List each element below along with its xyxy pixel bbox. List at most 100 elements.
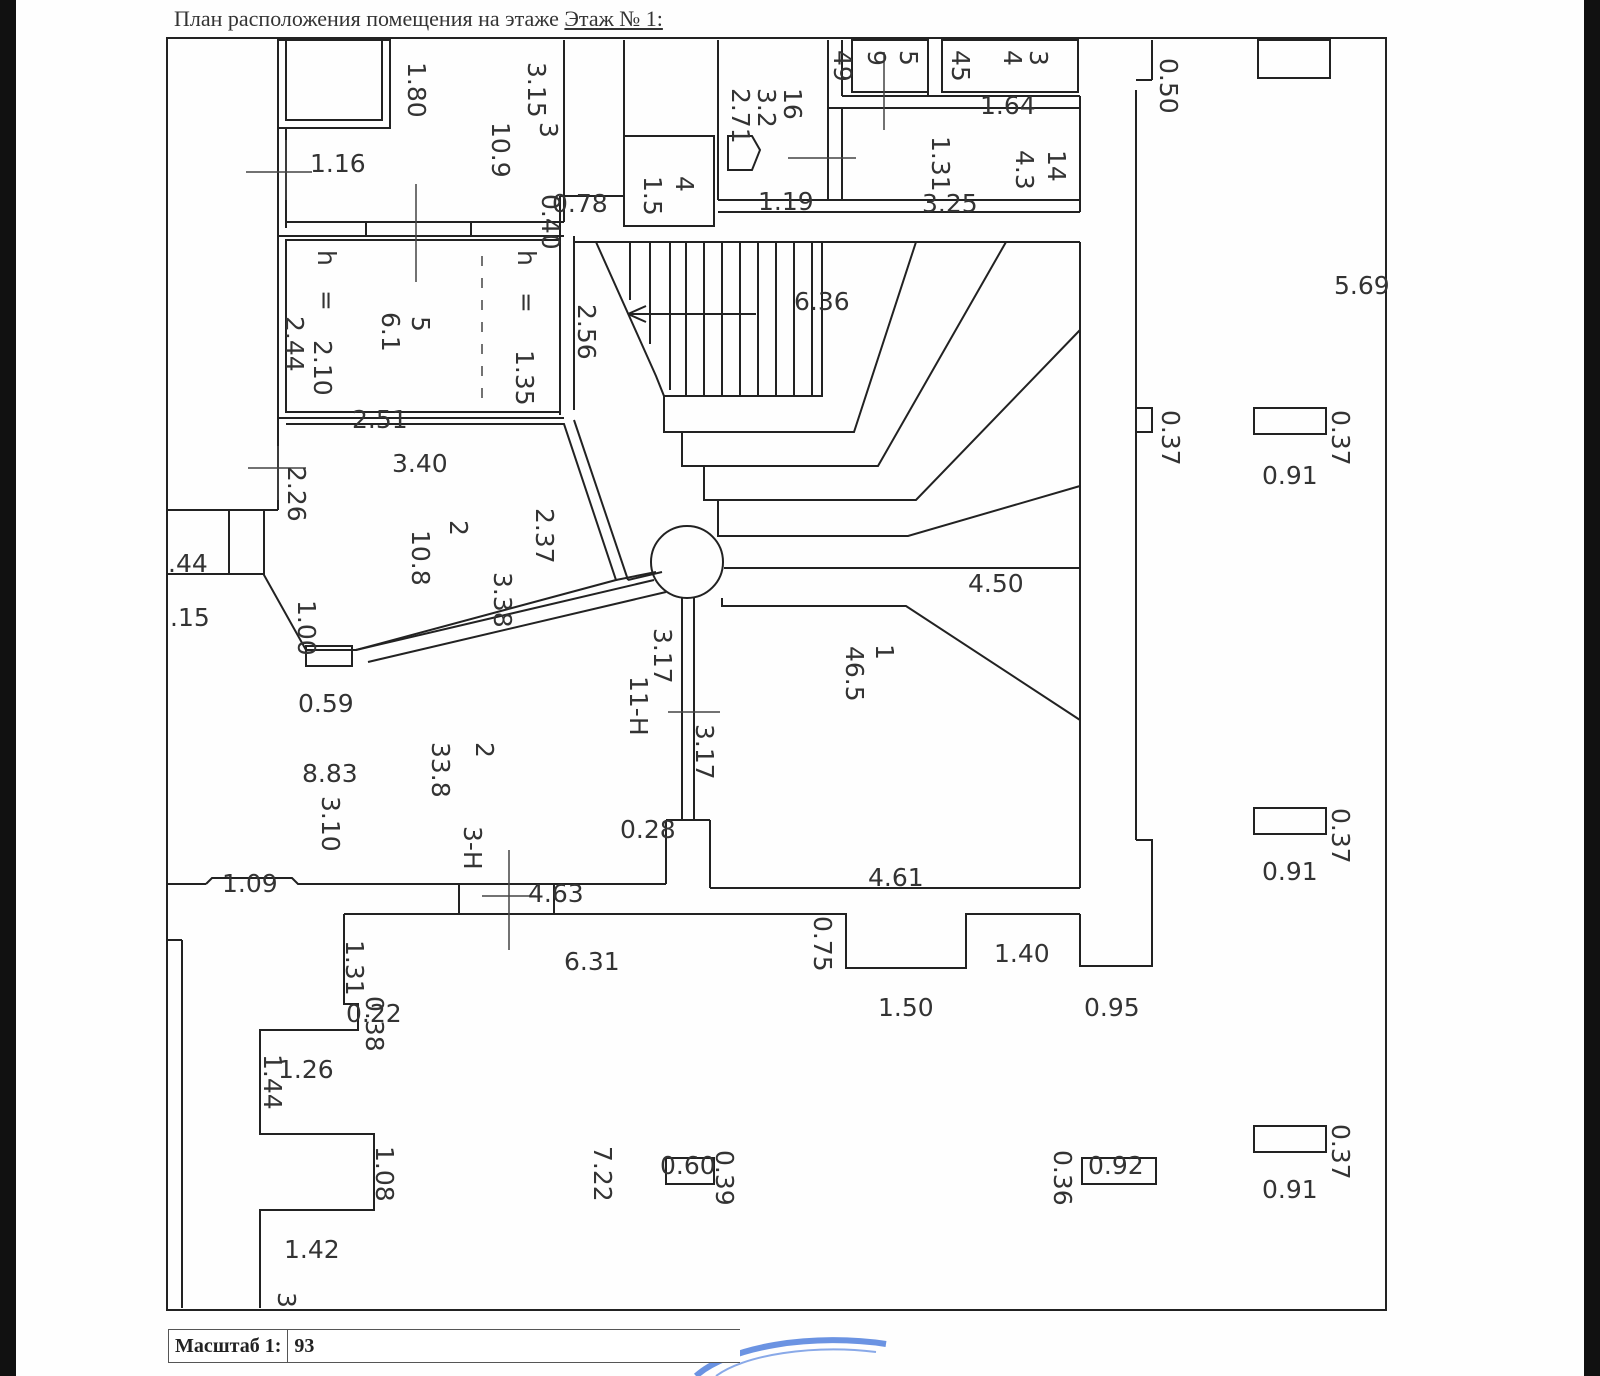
floor-link[interactable]: Этаж № 1: xyxy=(564,6,663,31)
dimension-label: 3 xyxy=(1024,50,1053,66)
dimension-label: 16 xyxy=(778,88,807,120)
dimension-label: h xyxy=(512,250,541,266)
dimension-label: 1.64 xyxy=(980,91,1036,120)
dimension-label: 33.8 xyxy=(426,742,455,798)
dimension-label: 0.75 xyxy=(808,916,837,972)
dimension-label: 0.37 xyxy=(1326,410,1355,466)
dimension-label: 4.61 xyxy=(868,863,924,892)
dimension-label: 7.22 xyxy=(588,1146,617,1202)
dimension-label: 3.15 xyxy=(522,62,551,118)
dimension-label: 1.09 xyxy=(222,869,278,898)
dimension-label: 1.00 xyxy=(292,600,321,656)
dimension-label: 10.8 xyxy=(406,530,435,586)
dimension-label: 0.36 xyxy=(1048,1150,1077,1206)
dimension-label: 3.2 xyxy=(752,88,781,128)
dimension-label: 0.91 xyxy=(1262,1175,1318,1204)
dimension-label: 1.35 xyxy=(510,350,539,406)
dimension-label: 2 xyxy=(470,742,499,758)
dimension-label: 5 xyxy=(406,316,435,332)
dimension-label: 0.38 xyxy=(360,996,389,1052)
dimension-label: 1.5 xyxy=(638,176,667,216)
floor-plan: 1.803.15310.91.160.400.7841.5163.22.711.… xyxy=(166,37,1390,1376)
dimension-label: .15 xyxy=(170,603,210,632)
dimension-label: 1.26 xyxy=(278,1055,334,1084)
dimension-label: 46.5 xyxy=(840,646,869,702)
dimension-label: 4.63 xyxy=(528,879,584,908)
scale-value: 93 xyxy=(294,1335,315,1357)
dimension-label: 3 xyxy=(272,1292,301,1308)
dimension-label: 1.31 xyxy=(340,940,369,996)
dimension-label: .44 xyxy=(168,549,208,578)
dimension-label: 0.91 xyxy=(1262,461,1318,490)
dimension-label: 1.08 xyxy=(370,1146,399,1202)
dimension-label: 4.3 xyxy=(1010,150,1039,190)
dimension-label: 0.60 xyxy=(660,1151,716,1180)
staircase xyxy=(595,241,1081,721)
plan-title: План расположения помещения на этаже xyxy=(174,6,559,31)
dimension-label: 4 xyxy=(670,176,699,192)
dimension-label: 0.22 xyxy=(346,999,402,1028)
dimension-label: = xyxy=(512,292,541,313)
dimension-label: 1.16 xyxy=(310,149,366,178)
dimension-label: 3.25 xyxy=(922,189,978,218)
dimension-label: 4 xyxy=(998,50,1027,66)
dimension-label: 0.37 xyxy=(1326,1124,1355,1180)
dimension-label: 0.91 xyxy=(1262,857,1318,886)
dimension-label: 2.56 xyxy=(572,304,601,360)
dimension-label: h xyxy=(312,250,341,266)
dimension-label: 2.44 xyxy=(280,316,309,372)
dimension-label: 2.26 xyxy=(282,466,311,522)
dimension-label: 0.78 xyxy=(552,189,608,218)
dimension-label: 8.83 xyxy=(302,759,358,788)
dimension-label: 3.40 xyxy=(392,449,448,478)
scale-box: Масштаб 1: 93 xyxy=(168,1329,741,1363)
dimension-label: 0.92 xyxy=(1088,1151,1144,1180)
dimension-label: 1.42 xyxy=(284,1235,340,1264)
dimension-label: 1.40 xyxy=(994,939,1050,968)
dimension-label: 5.69 xyxy=(1334,271,1390,300)
dimension-label: 3-Н xyxy=(458,826,487,870)
dimension-label: 0.37 xyxy=(1156,410,1185,466)
dimension-label: 6.31 xyxy=(564,947,620,976)
dimension-label: 49 xyxy=(828,50,857,82)
plan-frame xyxy=(166,37,1387,1311)
dimension-label: 2.51 xyxy=(352,405,408,434)
dimension-label: 45 xyxy=(946,50,975,82)
dimension-label: 0.59 xyxy=(298,689,354,718)
dimension-label: 2 xyxy=(444,520,473,536)
walls xyxy=(166,39,1331,1308)
dimension-label: 0.28 xyxy=(620,815,676,844)
dimension-label: 6.1 xyxy=(376,312,405,352)
dimension-label: 14 xyxy=(1042,150,1071,182)
dimension-label: 1 xyxy=(870,644,899,660)
dimension-label: 1.80 xyxy=(402,62,431,118)
dimension-label: 3.10 xyxy=(316,796,345,852)
plan-header: План расположения помещения на этаже Эта… xyxy=(174,6,663,32)
dimension-label: 0.95 xyxy=(1084,993,1140,1022)
dimension-lines xyxy=(246,52,885,950)
dimension-label: 1.19 xyxy=(758,187,814,216)
dimension-label: 2.10 xyxy=(308,340,337,396)
dimension-label: 0.37 xyxy=(1326,808,1355,864)
dimension-label: 5 xyxy=(894,50,923,66)
dimension-label: 9 xyxy=(862,50,891,66)
dimension-label: 1.31 xyxy=(926,136,955,192)
dimension-label: 6.36 xyxy=(794,287,850,316)
dimension-label: 3 xyxy=(534,122,563,138)
document-page: План расположения помещения на этаже Эта… xyxy=(16,0,1584,1376)
stamp-fragment xyxy=(693,1337,887,1376)
dimension-label: 1.44 xyxy=(258,1054,287,1110)
dimension-label: 2.37 xyxy=(530,508,559,564)
dimension-label: = xyxy=(312,290,341,311)
dimension-label: 3.17 xyxy=(690,724,719,780)
dimension-label: 0.40 xyxy=(536,194,565,250)
dimension-label: 11-Н xyxy=(624,676,653,736)
dimension-label: 0.50 xyxy=(1154,58,1183,114)
scale-label: Масштаб 1: xyxy=(169,1330,289,1362)
dimension-label: 2.71 xyxy=(726,88,755,144)
dimension-label: 10.9 xyxy=(486,122,515,178)
dimension-label: 4.50 xyxy=(968,569,1024,598)
dimension-label: 3.38 xyxy=(488,572,517,628)
dimension-label: 1.50 xyxy=(878,993,934,1022)
